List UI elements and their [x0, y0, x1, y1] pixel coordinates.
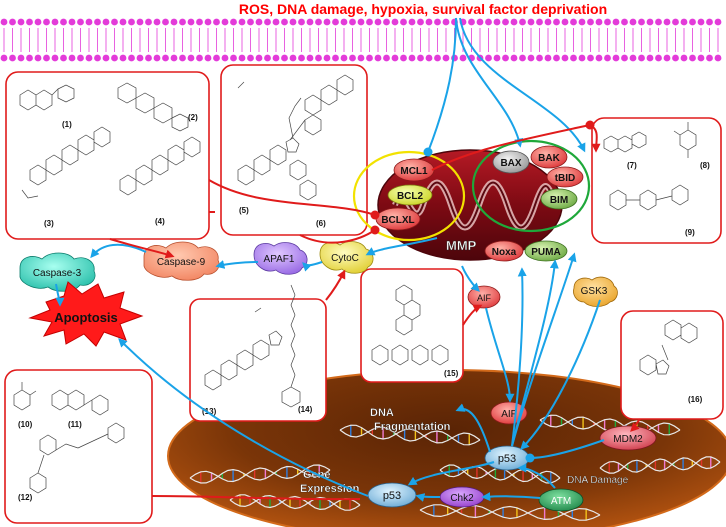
compound-box-7-9	[591, 117, 722, 244]
compound-label-15: (15)	[444, 369, 459, 378]
node-p53-right: p53	[484, 445, 530, 471]
compound-label-10: (10)	[18, 420, 33, 429]
structure-6	[289, 74, 354, 201]
protein-bcl2: BCL2	[387, 184, 433, 206]
compound-box-10-12	[4, 369, 153, 524]
node-caspase9: Caspase-9	[143, 241, 220, 281]
structure-16	[639, 319, 698, 376]
node-caspase3: Caspase-3	[19, 252, 96, 292]
compound-label-14: (14)	[298, 405, 313, 414]
structure-10	[13, 382, 37, 411]
compound-box-1-4	[5, 71, 210, 240]
protein-bak: BAK	[530, 145, 568, 169]
svg-text:p53: p53	[498, 453, 516, 465]
svg-text:Caspase-3: Caspase-3	[33, 268, 82, 279]
structure-1	[19, 84, 75, 111]
svg-text:BCL2: BCL2	[397, 191, 424, 202]
compound-label-11: (11)	[68, 420, 82, 429]
activation-arrows	[55, 17, 605, 502]
compound-label-1: (1)	[62, 120, 72, 129]
structure-5	[237, 81, 302, 186]
diagram-title: ROS, DNA damage, hypoxia, survival facto…	[239, 1, 607, 17]
svg-text:ATM: ATM	[551, 496, 571, 507]
svg-text:tBID: tBID	[555, 173, 576, 184]
svg-text:APAF1: APAF1	[264, 254, 295, 265]
structure-9	[609, 184, 689, 211]
structure-12	[29, 422, 125, 494]
structure-15	[371, 284, 449, 366]
structure-14	[281, 284, 301, 408]
svg-text:p53: p53	[383, 490, 401, 502]
node-cytoc: CytoC	[319, 241, 374, 274]
compound-box-5-6	[220, 64, 368, 236]
structure-4	[119, 136, 201, 196]
node-p53-left: p53	[367, 482, 417, 508]
compound-box-16	[620, 310, 724, 420]
node-atm: ATM	[538, 488, 584, 512]
svg-text:Chk2: Chk2	[450, 493, 474, 504]
compound-arrows	[109, 120, 641, 501]
pro-apoptotic-group	[471, 139, 591, 233]
structure-2	[117, 82, 189, 132]
svg-text:Caspase-9: Caspase-9	[157, 257, 206, 268]
compound-box-13-14	[189, 298, 327, 422]
svg-text:AIF: AIF	[477, 293, 492, 303]
svg-text:BCLXL: BCLXL	[381, 215, 414, 226]
structure-8	[673, 122, 697, 158]
svg-text:Apoptosis: Apoptosis	[54, 310, 118, 325]
compound-label-13: (13)	[202, 407, 217, 416]
structure-11	[51, 389, 109, 416]
node-apaf1: APAF1	[253, 242, 308, 275]
apoptosis-burst: Apoptosis	[28, 281, 144, 347]
structure-13	[204, 307, 283, 391]
protein-bax: BAX	[492, 150, 530, 174]
protein-bclxl: BCLXL	[375, 207, 421, 231]
compound-label-9: (9)	[685, 228, 695, 237]
svg-text:BIM: BIM	[550, 195, 568, 206]
svg-text:MDM2: MDM2	[613, 434, 643, 445]
svg-text:CytoC: CytoC	[331, 253, 359, 264]
protein-noxa: Noxa	[484, 240, 524, 262]
protein-mcl1: MCL1	[393, 158, 435, 182]
compound-label-5: (5)	[239, 206, 249, 215]
node-gsk3: GSK3	[573, 276, 618, 307]
svg-text:GSK3: GSK3	[581, 286, 608, 297]
protein-tbid: tBID	[546, 166, 584, 188]
node-aif-cytoplasm: AIF	[467, 285, 501, 309]
node-mdm2: MDM2	[599, 425, 657, 451]
compound-label-3: (3)	[44, 219, 54, 228]
compound-label-2: (2)	[188, 113, 198, 122]
compound-label-6: (6)	[316, 219, 326, 228]
svg-text:PUMA: PUMA	[531, 247, 560, 258]
svg-text:BAX: BAX	[500, 158, 521, 169]
svg-text:AIF: AIF	[501, 409, 517, 420]
chemical-structures	[13, 74, 698, 494]
cell-membrane	[0, 18, 722, 62]
dna-damage-label: DNA Damage	[567, 475, 629, 486]
protein-bim: BIM	[540, 188, 578, 210]
svg-text:BAK: BAK	[538, 153, 560, 164]
svg-text:MCL1: MCL1	[400, 166, 428, 177]
compound-label-12: (12)	[18, 493, 33, 502]
node-chk2: Chk2	[439, 486, 485, 508]
structure-7	[603, 131, 647, 153]
compound-label-8: (8)	[700, 161, 710, 170]
compound-label-7: (7)	[627, 161, 637, 170]
svg-text:Noxa: Noxa	[492, 247, 517, 258]
mmp-label: MMP	[446, 238, 477, 253]
structure-3	[21, 126, 111, 199]
compound-label-4: (4)	[155, 217, 165, 226]
protein-puma: PUMA	[524, 240, 568, 262]
compound-label-16: (16)	[688, 395, 703, 404]
anti-apoptotic-group	[352, 150, 466, 242]
